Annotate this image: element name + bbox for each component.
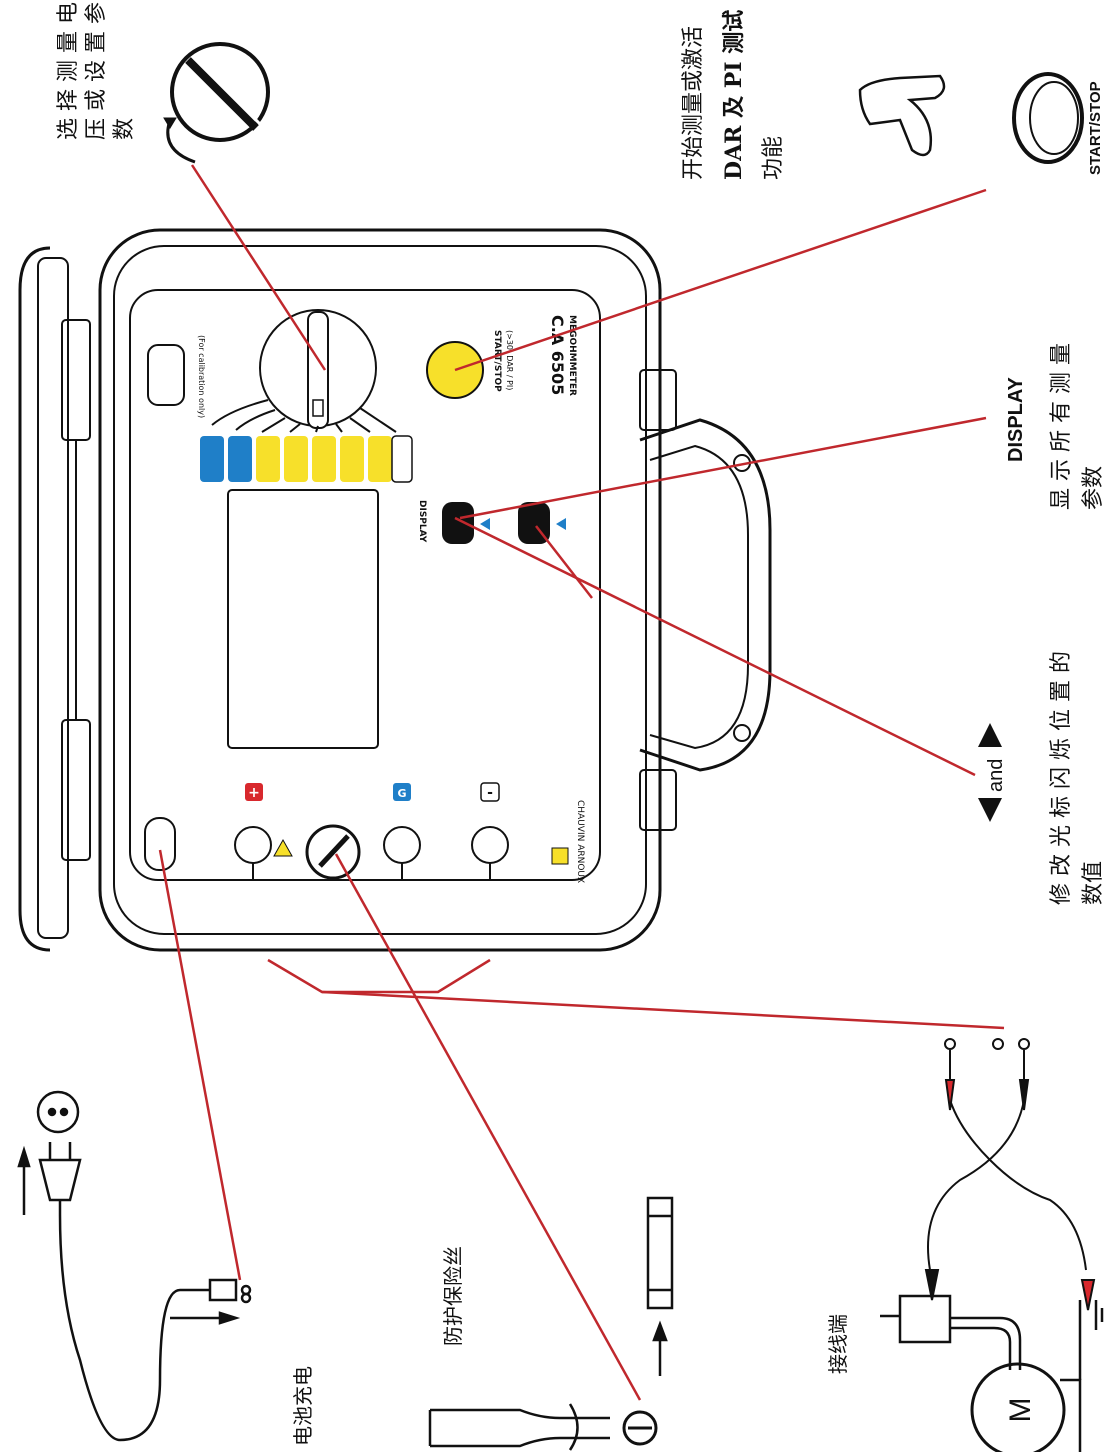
arrows-desc-line2: 数值: [1081, 861, 1106, 905]
power-plug-icon: [17, 1090, 252, 1442]
motor-label: M: [1004, 1398, 1037, 1423]
display-key[interactable]: [442, 502, 474, 544]
position-tag: [368, 436, 392, 482]
selector-label-line1: 选 择 测 量 电: [56, 2, 81, 140]
calibration-port: (For calibration only): [147, 335, 206, 418]
selector-label-line2: 压 或 设 置 参: [84, 2, 109, 140]
callout-labels: 选 择 测 量 电 压 或 设 置 参 数 开始测量或激活 DAR 及 PI 测…: [56, 2, 1106, 1446]
dial-icon: [163, 42, 270, 164]
position-tag: [284, 436, 308, 482]
position-tag: [340, 436, 364, 482]
terminal-area: + G - CHAUVIN ARNOUX: [144, 782, 585, 883]
start-label-line1: 开始测量或激活: [681, 26, 706, 180]
arrows-leader-1: [454, 516, 976, 777]
plus-badge-label: +: [248, 785, 260, 801]
display-title: DISPLAY: [1005, 376, 1027, 462]
warning-icon: [273, 838, 293, 857]
hand-press-icon: [858, 74, 946, 157]
display-desc-line2: 参数: [1081, 466, 1106, 510]
guard-terminal[interactable]: [383, 826, 421, 864]
port-label: (For calibration only): [197, 335, 206, 418]
position-tag: [312, 436, 336, 482]
terminals-leader: [321, 990, 1005, 1030]
position-tag: [256, 436, 280, 482]
selector-positions: [200, 435, 413, 483]
start-label-line2: DAR 及 PI 测试: [721, 10, 747, 180]
screwdriver-icon: [428, 1403, 658, 1451]
arrows-and-label: and: [985, 759, 1007, 792]
position-tag: [228, 436, 252, 482]
brand-logo: [551, 847, 569, 865]
lcd-screen: [227, 489, 379, 749]
minus-badge: [480, 782, 500, 802]
minus-terminal[interactable]: [471, 826, 509, 864]
guard-badge: [393, 783, 411, 801]
charge-leader: [158, 849, 242, 1281]
terminals-bracket: [267, 958, 491, 994]
rotary-selector[interactable]: [211, 309, 397, 433]
selector-label-line3: 数: [112, 118, 137, 140]
device-start-sub: (>30: DAR / PI): [505, 330, 514, 390]
start-stop-button-icon: [1012, 72, 1084, 164]
fuse-icon: [646, 1196, 674, 1376]
charger-socket: [144, 817, 176, 871]
arrows-leader-2: [535, 525, 593, 599]
off-tag: [391, 435, 413, 483]
charge-label: 电池充电: [291, 1366, 315, 1446]
terminals-label: 接线端: [826, 1314, 850, 1374]
position-tag: [200, 436, 224, 482]
left-arrow-icon: [480, 518, 490, 530]
fuse-label: 防护保险丝: [441, 1246, 465, 1346]
start-label-line3: 功能: [761, 136, 786, 180]
brand-label: CHAUVIN ARNOUX: [575, 800, 585, 883]
display-desc-line1: 显 示 所 有 测 量: [1049, 343, 1074, 510]
guard-badge-label: G: [397, 787, 406, 800]
device-display-label: DISPLAY: [417, 500, 427, 543]
plus-badge: [245, 783, 263, 801]
start-stop-label: START/STOP: [1087, 81, 1104, 175]
motor-icon: [880, 1294, 1104, 1452]
down-arrow-icon: [978, 723, 1002, 747]
device-subtitle: MEGOHMMETER: [567, 315, 577, 396]
right-arrow-icon: [556, 518, 566, 530]
plus-terminal[interactable]: [234, 826, 272, 864]
selector-leader: [190, 164, 327, 371]
minus-badge-label: -: [487, 785, 493, 801]
up-arrow-icon: [978, 798, 1002, 822]
start-leader: [454, 188, 987, 372]
device-model: C.A 6505: [548, 315, 567, 395]
fuse-leader: [334, 853, 642, 1401]
arrows-desc-line1: 修 改 光 标 闪 烁 位 置 的: [1049, 651, 1074, 905]
display-leader: [459, 416, 987, 520]
test-leads: [924, 1038, 1096, 1311]
leader-lines: [158, 164, 1005, 1401]
device-start-label: START/STOP: [492, 330, 502, 392]
